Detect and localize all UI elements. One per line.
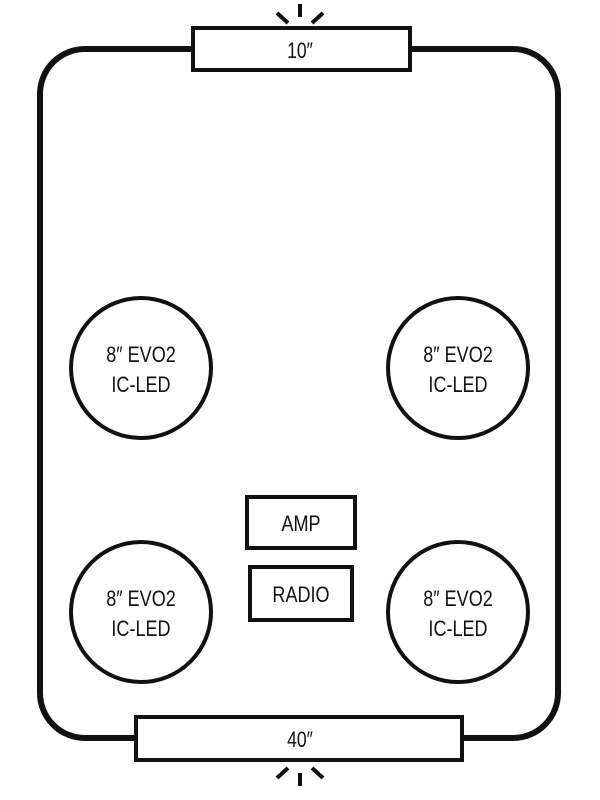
speaker-label-line2: IC-LED — [111, 617, 170, 641]
radio-box: RADIO — [248, 565, 354, 622]
speaker-label-line1: 8″ EVO2 — [106, 343, 176, 367]
amp-label: AMP — [281, 512, 320, 536]
radio-label: RADIO — [272, 583, 329, 607]
speaker-label-line1: 8″ EVO2 — [106, 587, 176, 611]
speaker-front-right: 8″ EVO2 IC-LED — [386, 296, 530, 440]
top-light-rays-icon — [275, 4, 325, 25]
speaker-front-left: 8″ EVO2 IC-LED — [69, 296, 213, 440]
bottom-speaker-label: 40″ — [287, 728, 313, 752]
speaker-rear-left: 8″ EVO2 IC-LED — [69, 540, 213, 684]
speaker-label-line2: IC-LED — [428, 617, 487, 641]
speaker-label-line2: IC-LED — [428, 373, 487, 397]
bottom-speaker-40in: 40″ — [134, 715, 464, 762]
top-speaker-10in: 10″ — [191, 26, 412, 72]
amp-box: AMP — [245, 495, 357, 550]
speaker-rear-right: 8″ EVO2 IC-LED — [386, 540, 530, 684]
bottom-light-rays-icon — [275, 766, 325, 786]
speaker-label-line2: IC-LED — [111, 373, 170, 397]
speaker-label-line1: 8″ EVO2 — [423, 343, 493, 367]
speaker-label-line1: 8″ EVO2 — [423, 587, 493, 611]
top-speaker-label: 10″ — [287, 39, 313, 63]
